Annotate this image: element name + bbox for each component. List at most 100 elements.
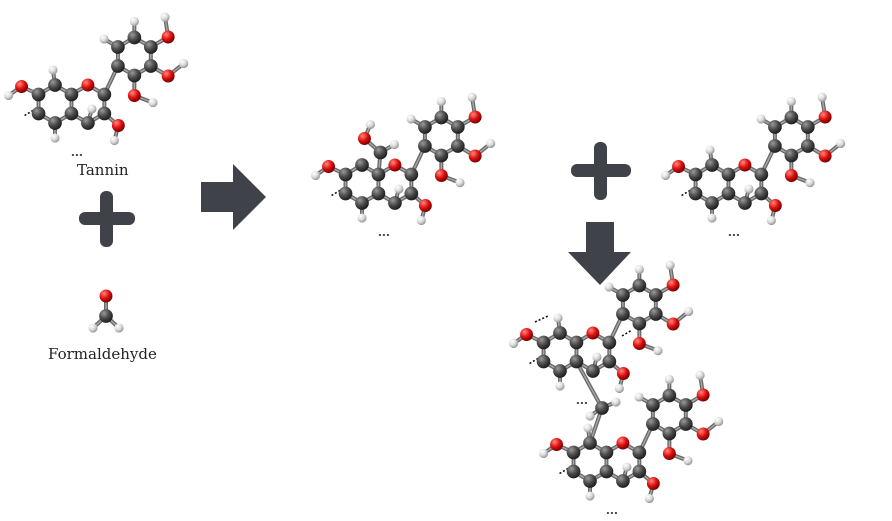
carbon-atom [616,307,630,321]
carbon-atom [143,59,158,73]
hydrogen-atom [583,423,593,433]
hydrogen-atom [805,178,815,188]
hydrogen-atom [786,96,796,107]
dotted-bond [534,315,549,323]
carbon-atom [602,354,617,369]
oxygen-atom [15,80,29,93]
oxygen-atom [388,158,402,172]
carbon-atom [721,167,736,182]
oxygen-atom [616,436,630,450]
tannin-monomer-second-molecule [660,92,846,236]
hydrogen-atom [416,215,426,226]
formaldehyde-label: Formaldehyde [48,345,157,363]
carbon-atom [111,59,125,73]
hydrogen-atom [406,114,416,124]
carbon-atom [632,278,647,293]
oxygen-atom [468,110,482,124]
plus-sign-left [79,191,135,247]
carbon-atom [111,40,125,54]
hydrogen-atom [707,213,717,223]
hydrogen-atom [592,352,602,362]
carbon-atom [338,186,353,201]
hydrogen-atom [436,96,446,107]
carbon-atom [678,417,693,431]
carbon-atom [784,110,799,125]
carbon-atom [450,139,465,153]
carbon-atom [450,120,465,134]
hydrogen-atom [611,397,621,407]
oxygen-atom [666,278,680,292]
hydrogen-atom [622,462,632,472]
hydrogen-atom [714,416,724,427]
carbon-atom [64,106,79,121]
hydrogen-atom [160,12,170,22]
carbon-atom [434,110,449,125]
carbon-atom [434,148,449,163]
hydrogen-atom [585,411,595,421]
hydrogen-atom [585,491,595,501]
hydrogen-atom [756,114,766,124]
tannin-monomer-molecule [3,12,189,156]
carbon-atom [373,145,388,160]
carbon-atom [566,445,581,460]
oxygen-atom [520,328,534,341]
oxygen-atom [818,149,832,163]
hydrogen-atom [553,313,563,323]
oxygen-atom [738,158,752,172]
oxygen-atom [818,110,832,124]
carbon-atom [553,326,567,340]
carbon-atom [566,464,581,479]
hydrogen-atom [148,98,158,108]
carbon-atom [338,167,353,182]
carbon-atom [721,186,736,201]
hydrogen-atom [555,381,565,391]
carbon-atom [31,106,46,121]
carbon-atom [688,186,703,201]
carbon-atom [48,116,62,130]
hydrogen-atom [508,338,519,349]
carbon-atom [632,445,647,460]
hydrogen-atom [817,92,827,102]
hydrogen-atom [179,58,189,69]
carbon-atom [646,417,660,431]
carbon-atom [388,196,402,210]
carbon-atom [99,309,113,323]
carbon-atom [404,186,419,201]
hydrogen-atom [660,170,671,181]
dotted-bond [621,329,633,337]
oxygen-atom [357,132,371,145]
carbon-atom [127,68,142,83]
hydrogen-atom [357,213,367,223]
hydrogen-atom [634,392,644,402]
hydrogen-atom [653,346,663,356]
hydrogen-atom [705,145,715,155]
carbon-atom [705,196,719,210]
oxygen-atom [616,367,630,380]
hydrogen-atom [744,184,754,194]
carbon-atom [583,436,597,450]
hydrogen-atom [467,92,477,102]
tannin-label: Tannin [77,161,129,179]
bond-highlight [575,360,603,409]
hydrogen-atom [766,215,776,226]
oxygen-atom [127,89,141,102]
hydrogen-atom [695,370,705,380]
carbon-atom [632,316,647,331]
methylol-tannin-intermediate-molecule [310,92,496,236]
carbon-atom [371,167,386,182]
hydrogen-atom [310,170,321,181]
hydrogen-atom [365,119,376,130]
carbon-atom [662,388,677,403]
carbon-atom [599,464,614,479]
carbon-atom [536,354,551,369]
oxygen-atom [666,317,680,331]
oxygen-atom [161,69,175,83]
hydrogen-atom [48,65,58,75]
hydrogen-atom [455,178,465,188]
carbon-atom [754,167,769,182]
oxygen-atom [322,160,336,173]
hydrogen-atom [604,282,614,292]
carbon-atom [143,40,158,54]
carbon-atom [648,288,663,302]
